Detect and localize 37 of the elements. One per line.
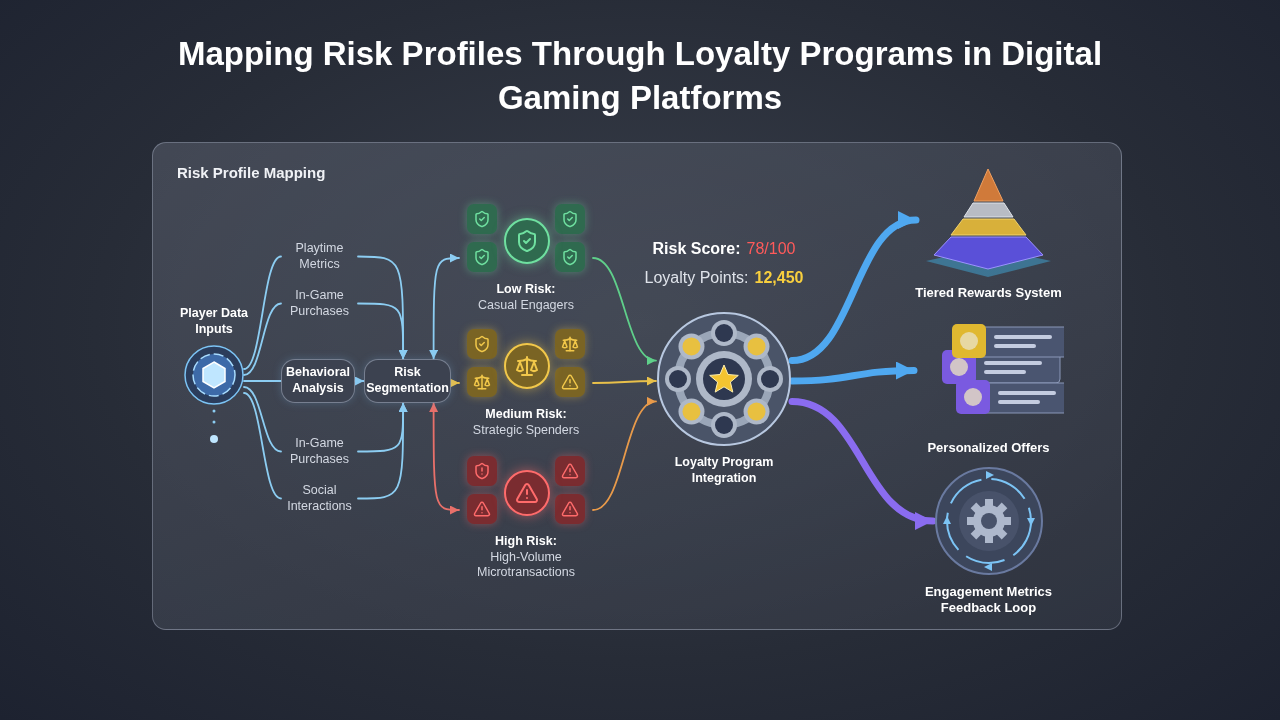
connector-arrow [592, 399, 657, 511]
node-label: Behavioral Analysis [285, 365, 351, 397]
node-label: Risk Segmentation [365, 365, 450, 397]
score-value: 78/100 [746, 240, 796, 258]
process-box [364, 359, 451, 403]
connector-arrow [592, 257, 657, 363]
node-label: Engagement Metrics Feedback Loop [923, 584, 1054, 617]
flow-arrow [788, 214, 920, 365]
connector-arrow [354, 376, 365, 386]
connector-arrow [357, 302, 408, 360]
connector-arrow [357, 402, 408, 500]
node-label: In-Game Purchases [288, 435, 351, 468]
points-label: Loyalty Points: [644, 269, 749, 287]
segment-description: High-Volume Microtransactions [476, 549, 576, 581]
segment-title: Low Risk: [496, 282, 556, 298]
connector-arrow [449, 378, 460, 388]
process-box [281, 359, 355, 403]
segment-title: Medium Risk: [485, 407, 567, 423]
node-label: Loyalty Program Integration [673, 455, 775, 487]
points-value: 12,450 [754, 269, 804, 287]
node-label: Playtime Metrics [294, 240, 345, 273]
segment-description: Casual Engagers [478, 297, 574, 314]
connector-arrow [429, 253, 460, 360]
node-label: In-Game Purchases [288, 287, 351, 320]
panel-heading: Risk Profile Mapping [177, 164, 326, 181]
node-label: Tiered Rewards System [915, 285, 1062, 302]
segment-title: High Risk: [495, 534, 557, 550]
connector-arrow [592, 376, 657, 386]
node-label: Social Interactions [286, 482, 353, 515]
segment-description: Strategic Spenders [472, 422, 580, 439]
node-label: Player Data Inputs [178, 306, 250, 338]
panel-background [152, 142, 1122, 630]
score-label: Risk Score: [652, 240, 741, 258]
connector-arrow [429, 402, 460, 515]
page-title: Mapping Risk Profiles Through Loyalty Programs in Digital Gaming Platforms [176, 34, 1104, 118]
flow-arrow [788, 397, 937, 528]
node-label: Personalized Offers [927, 440, 1050, 457]
